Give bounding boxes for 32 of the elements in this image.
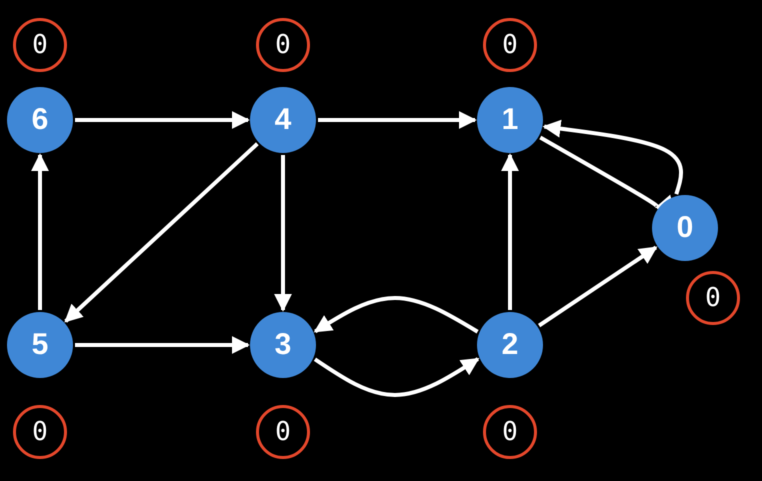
arrow xyxy=(501,153,519,310)
count-circle xyxy=(256,18,310,72)
arrow xyxy=(75,111,250,129)
count-value: 0 xyxy=(502,417,518,447)
vertex-label: 2 xyxy=(502,328,518,362)
count-value: 0 xyxy=(32,30,48,60)
vertex-label: 1 xyxy=(502,103,518,137)
count-circle xyxy=(256,405,310,459)
arrow xyxy=(542,120,683,195)
arrow xyxy=(75,336,250,354)
count-value: 0 xyxy=(705,283,721,313)
arrow xyxy=(274,155,292,312)
count-circle xyxy=(686,271,740,325)
count-circle xyxy=(13,18,67,72)
count-circle xyxy=(483,405,537,459)
arrow xyxy=(318,111,477,129)
arrow xyxy=(538,246,658,328)
vertex-label: 6 xyxy=(32,103,48,137)
vertex-label: 0 xyxy=(676,211,694,245)
vertex-label: 3 xyxy=(274,328,292,362)
count-value: 0 xyxy=(32,417,48,447)
count-circle xyxy=(483,18,537,72)
vertex-label: 5 xyxy=(32,328,48,362)
arrow xyxy=(64,142,259,323)
arrow xyxy=(31,153,49,310)
vertex-label: 4 xyxy=(274,103,292,137)
arrow xyxy=(314,357,480,397)
arrow xyxy=(314,296,479,334)
count-value: 0 xyxy=(275,30,291,60)
count-value: 0 xyxy=(275,417,291,447)
count-circle xyxy=(13,405,67,459)
count-value: 0 xyxy=(502,30,518,60)
